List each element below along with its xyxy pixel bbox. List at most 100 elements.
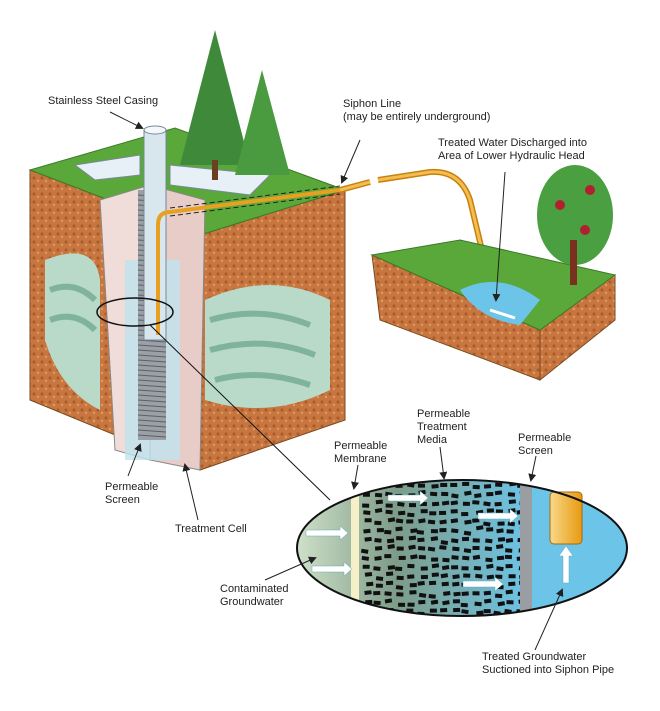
media-granule bbox=[364, 536, 372, 542]
media-granule bbox=[427, 519, 436, 525]
media-granule bbox=[451, 528, 459, 534]
media-granule bbox=[364, 572, 373, 577]
media-granule bbox=[396, 592, 404, 597]
media-granule bbox=[495, 544, 504, 549]
media-granule bbox=[461, 591, 469, 597]
media-granule bbox=[375, 609, 383, 615]
media-granule bbox=[385, 503, 393, 508]
media-granule bbox=[431, 484, 439, 489]
media-granule bbox=[417, 580, 425, 586]
media-granule bbox=[439, 510, 447, 515]
media-granule bbox=[472, 545, 480, 551]
media-granule bbox=[385, 580, 394, 586]
media-granule bbox=[494, 593, 503, 599]
media-granule bbox=[397, 501, 405, 507]
media-granule bbox=[461, 609, 469, 615]
screen-coil bbox=[137, 434, 167, 438]
media-granule bbox=[451, 565, 459, 570]
media-granule bbox=[483, 521, 491, 527]
media-granule bbox=[430, 529, 438, 534]
media-granule bbox=[485, 538, 493, 544]
media-granule bbox=[375, 499, 384, 505]
screen-coil bbox=[137, 339, 167, 343]
media-granule bbox=[461, 566, 469, 571]
media-granule bbox=[476, 610, 484, 616]
stainless-steel-casing bbox=[143, 129, 167, 341]
media-granule bbox=[496, 528, 504, 534]
media-granule bbox=[366, 581, 374, 587]
media-granule bbox=[496, 566, 504, 572]
media-granule bbox=[475, 573, 483, 579]
media-granule bbox=[374, 507, 383, 514]
media-granule bbox=[374, 546, 383, 551]
media-granule bbox=[452, 599, 460, 604]
siphon-pipe bbox=[549, 491, 583, 545]
media-granule bbox=[430, 536, 439, 542]
media-granule bbox=[494, 490, 503, 496]
screen-coil bbox=[137, 409, 167, 413]
media-granule bbox=[418, 592, 427, 598]
media-granule bbox=[395, 566, 403, 572]
media-granule bbox=[506, 529, 514, 534]
media-granule bbox=[398, 510, 406, 516]
media-granule bbox=[374, 520, 382, 526]
media-granule bbox=[396, 536, 404, 541]
media-granule bbox=[374, 492, 383, 498]
screen-coil bbox=[137, 384, 167, 388]
media-granule bbox=[497, 537, 506, 542]
media-granule bbox=[408, 503, 417, 508]
media-granule bbox=[472, 538, 480, 543]
media-granule bbox=[416, 529, 425, 535]
screen-coil bbox=[137, 344, 167, 348]
media-granule bbox=[429, 511, 437, 516]
leader-lines bbox=[109, 111, 564, 651]
media-granule bbox=[440, 482, 448, 488]
media-granule bbox=[483, 609, 491, 614]
media-granule bbox=[362, 564, 370, 569]
media-granule bbox=[464, 490, 472, 496]
media-granule bbox=[420, 574, 429, 580]
detail-cross-section bbox=[296, 479, 628, 617]
media-granule bbox=[450, 518, 459, 524]
media-granule bbox=[442, 557, 450, 563]
screen-coil bbox=[137, 419, 167, 423]
media-granule bbox=[408, 535, 417, 541]
media-granule bbox=[430, 599, 439, 605]
media-granule bbox=[364, 518, 372, 523]
media-granule bbox=[374, 537, 382, 543]
media-granule bbox=[386, 538, 395, 544]
screen-coil bbox=[137, 424, 167, 428]
media-granule bbox=[410, 528, 418, 534]
media-granule bbox=[495, 482, 503, 487]
detail-callout-circle bbox=[96, 297, 174, 327]
media-granule bbox=[420, 566, 428, 571]
screen-coil bbox=[137, 399, 167, 403]
media-granule bbox=[474, 493, 482, 499]
media-granule bbox=[496, 555, 505, 561]
media-granule bbox=[398, 602, 406, 607]
media-granule bbox=[486, 491, 494, 497]
pine-trees bbox=[180, 30, 290, 180]
media-granule bbox=[362, 503, 370, 508]
treatment-cell: /* placeholder */ bbox=[73, 125, 341, 501]
media-granule bbox=[431, 501, 440, 507]
media-granule bbox=[505, 538, 514, 543]
media-granule bbox=[395, 526, 403, 532]
screen-coil bbox=[137, 349, 167, 353]
screen-coil bbox=[137, 374, 167, 378]
media-granule bbox=[505, 564, 513, 569]
media-granule bbox=[440, 573, 449, 579]
media-granule bbox=[374, 555, 382, 561]
media-granule bbox=[486, 563, 494, 569]
media-granule bbox=[396, 575, 404, 581]
media-granule bbox=[363, 510, 371, 515]
media-granule bbox=[407, 512, 415, 518]
media-granule bbox=[450, 509, 458, 514]
